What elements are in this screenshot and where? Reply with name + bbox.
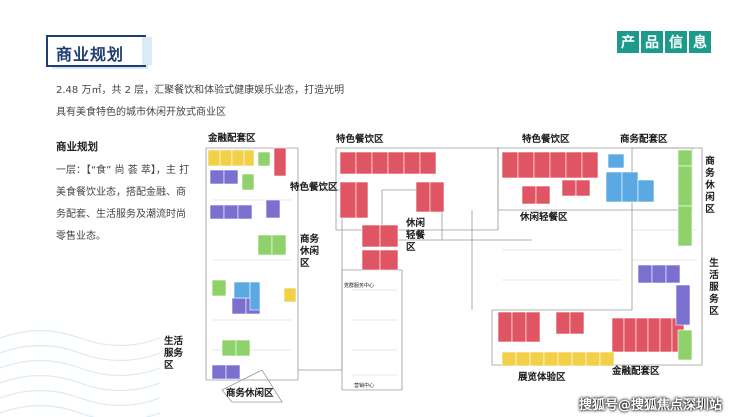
floor-plan: 金融配套区 特色餐饮区 特色餐饮区 特色餐饮区 商务配套区 商务休闲区 休闲轻餐… — [164, 133, 722, 410]
title-accent — [142, 37, 152, 65]
zone-label: 特色餐饮区 — [522, 134, 570, 145]
zone-label: 休闲轻餐区 — [520, 212, 568, 223]
tag-char: 产 — [617, 31, 639, 53]
title-box: 商业规划 — [46, 35, 148, 69]
intro-line: 具有美食特色的城市休闲开放式商业区 — [56, 107, 226, 118]
side-body: 一层：【“食” 尚 荟 萃】，主 打 美食餐饮业态，搭配金融、商 务配套、生活服… — [56, 165, 190, 242]
watermark: 搜狐号@搜狐焦点深圳站 — [578, 398, 722, 413]
zone-label: 金融配套区 — [612, 366, 660, 377]
side-title: 商业规划 — [56, 141, 98, 153]
inner-label: 党群服务中心 — [344, 283, 375, 289]
zone-label: 商务休闲区 — [705, 156, 715, 215]
product-info-tag: 产 品 信 息 — [617, 31, 711, 53]
zone-label: 商务休闲区 — [300, 234, 320, 269]
tag-char: 品 — [641, 31, 663, 53]
zone-label: 展览体验区 — [518, 372, 566, 383]
tag-char: 息 — [689, 31, 711, 53]
intro-line: 2.48 万㎡，共 2 层，汇聚餐饮和体验式健康娱乐业态，打造光明 — [56, 85, 345, 96]
intro-text: 2.48 万㎡，共 2 层，汇聚餐饮和体验式健康娱乐业态，打造光明 具有美食特色… — [56, 80, 356, 124]
zone-label: 特色餐饮区 — [290, 182, 338, 193]
zone-label: 金融配套区 — [208, 133, 256, 144]
inner-label: 营销中心 — [354, 383, 375, 389]
zone-label: 特色餐饮区 — [336, 134, 384, 145]
zone-label: 商务休闲区 — [226, 388, 274, 399]
tag-char: 信 — [665, 31, 687, 53]
floor-plan-drawing — [205, 147, 703, 403]
page-title: 商业规划 — [56, 45, 125, 64]
wave-decoration — [0, 329, 161, 417]
zone-label: 生活服务区 — [709, 258, 719, 317]
zone-label: 生活服务区 — [164, 336, 184, 371]
zone-label: 休闲轻餐区 — [406, 218, 426, 253]
zone-label: 商务配套区 — [620, 134, 668, 145]
